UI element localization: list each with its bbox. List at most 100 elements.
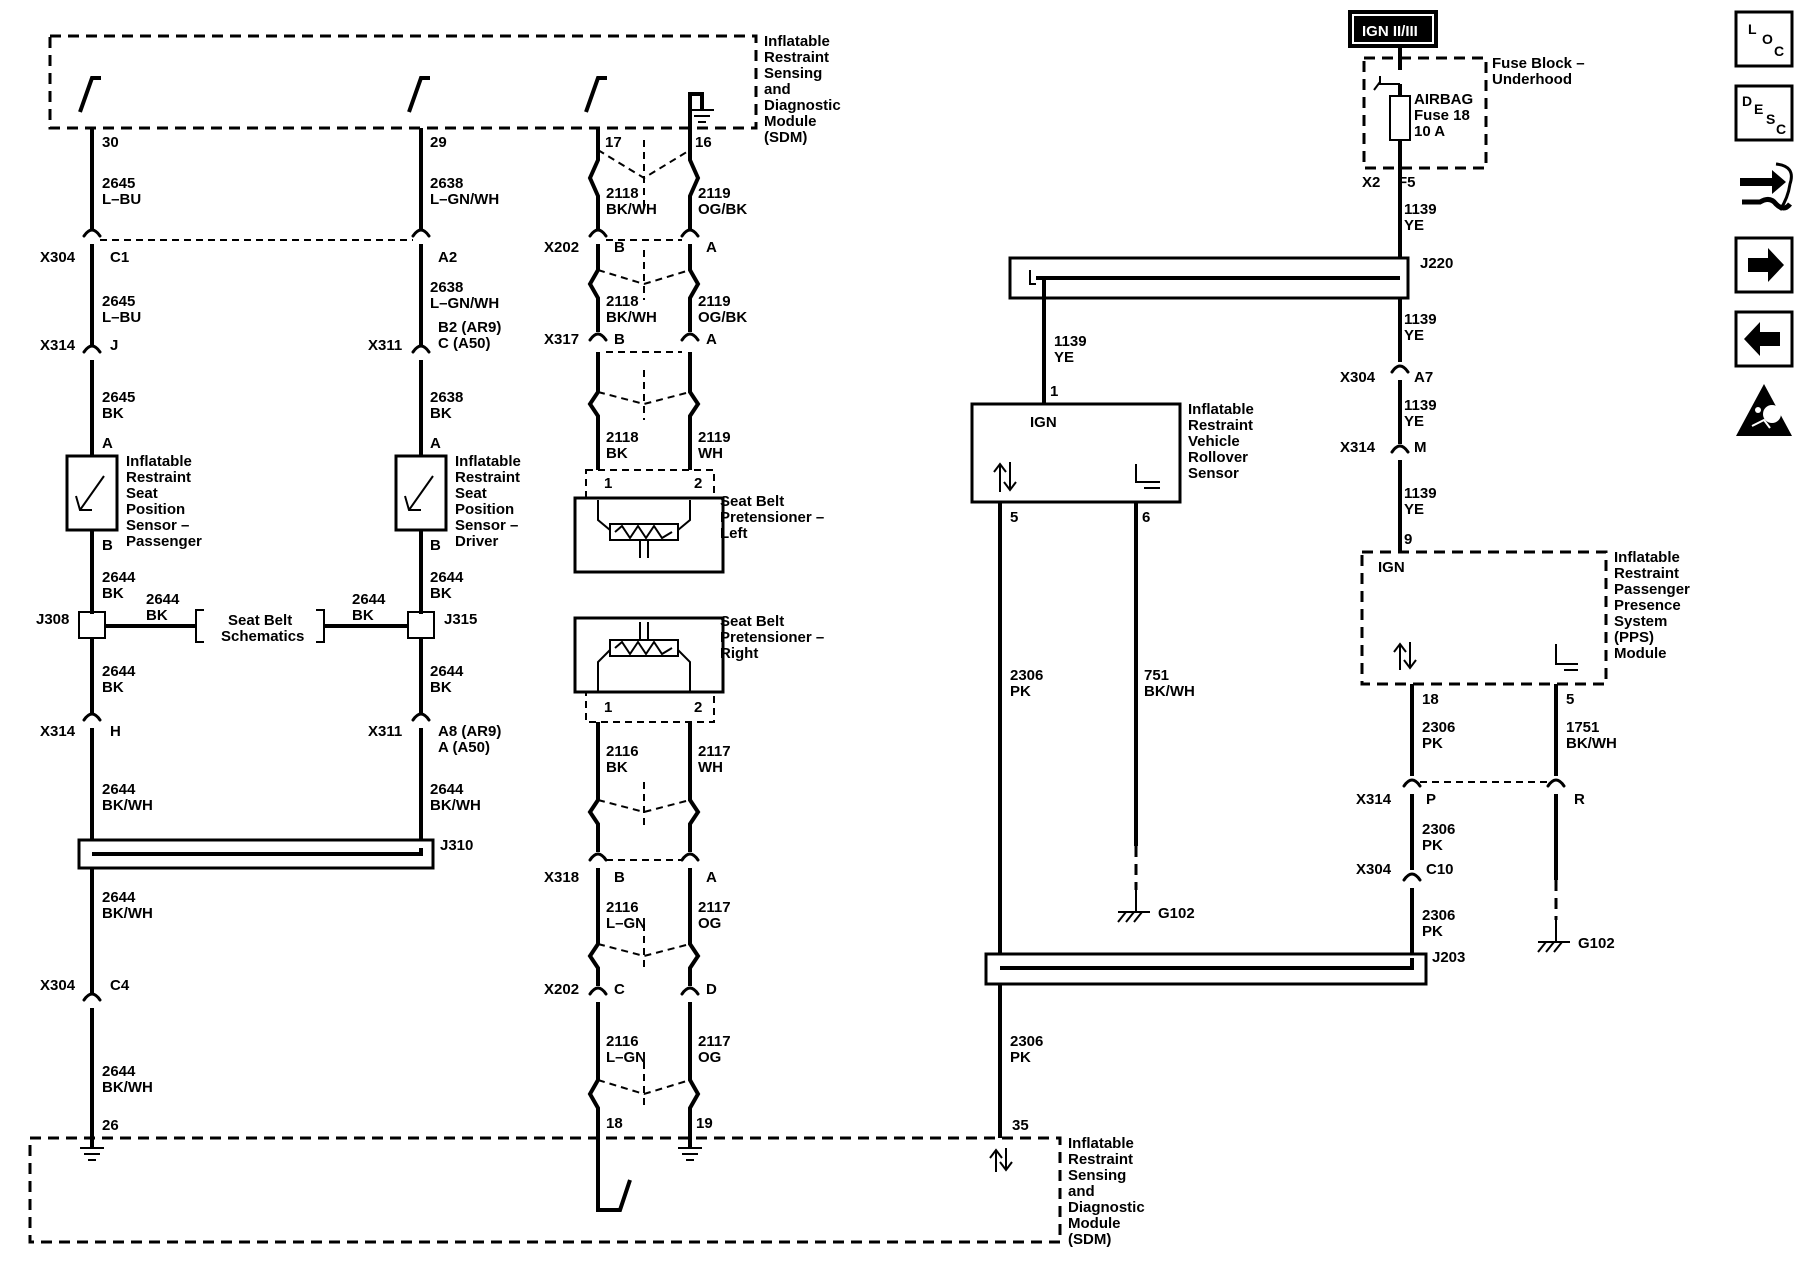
- seat-sensor-drv-title-4: Sensor –: [455, 517, 518, 534]
- seat-sensor-drv-b: B: [430, 537, 441, 554]
- w1139-d-col: YE: [1404, 413, 1424, 430]
- w2644-pa-col: BK: [102, 585, 124, 602]
- c1: C1: [110, 249, 129, 266]
- pps-title-3: Presence: [1614, 597, 1681, 614]
- pret-left-title-0: Seat Belt: [720, 493, 784, 510]
- x317-b: B: [614, 331, 625, 348]
- driver-circuit: [394, 128, 448, 848]
- w1139-d-num: 1139: [1404, 397, 1437, 414]
- fuse-name-2: 10 A: [1414, 123, 1445, 140]
- w2306-d-num: 2306: [1422, 821, 1455, 838]
- w2306-e-col: PK: [1422, 923, 1443, 940]
- seat-sensor-drv-title-2: Seat: [455, 485, 487, 502]
- h: H: [110, 723, 121, 740]
- pps-title-0: Inflatable: [1614, 549, 1680, 566]
- w2644-da-col: BK: [430, 585, 452, 602]
- sdm-top-title-5: Module: [764, 113, 817, 130]
- c4: C4: [110, 977, 130, 994]
- x202-a: X202: [544, 239, 579, 256]
- j203: J203: [1432, 949, 1465, 966]
- seat-sensor-pass-title-4: Sensor –: [126, 517, 189, 534]
- w2118-c-col: BK: [606, 445, 628, 462]
- w2117-a-col: WH: [698, 759, 723, 776]
- sdm-bottom-module: Inflatable Restraint Sensing and Diagnos…: [28, 1135, 1145, 1248]
- seat-sensor-pass-title-0: Inflatable: [126, 453, 192, 470]
- w1751-num: 1751: [1566, 719, 1599, 736]
- a-a50: A (A50): [438, 739, 490, 756]
- w2645-c-col: BK: [102, 405, 124, 422]
- x311-b: X311: [368, 723, 402, 740]
- pret-left-title-1: Pretensioner –: [720, 509, 824, 526]
- w2638-b-col: L–GN/WH: [430, 295, 499, 312]
- seat-sensor-drv-title-0: Inflatable: [455, 453, 521, 470]
- w1139-b-col: YE: [1054, 349, 1074, 366]
- loc-letter-o: O: [1762, 31, 1773, 47]
- w2118-a-num: 2118: [606, 185, 639, 202]
- w2117-b-col: OG: [698, 915, 721, 932]
- next-arrow-icon[interactable]: [1734, 236, 1794, 294]
- x314-m: X314: [1340, 439, 1376, 456]
- w2644-f-num: 2644: [102, 1063, 136, 1080]
- w2644-pa-num: 2644: [102, 569, 136, 586]
- pps-title-6: Module: [1614, 645, 1667, 662]
- j315: J315: [444, 611, 477, 628]
- pin-18: 18: [606, 1115, 623, 1132]
- c-a50: C (A50): [438, 335, 491, 352]
- seat-sensor-pass-title-3: Position: [126, 501, 185, 518]
- w2118-a-col: BK/WH: [606, 201, 657, 218]
- seat-belt-schematics-1[interactable]: Schematics: [221, 628, 304, 645]
- w2638-c-col: BK: [430, 405, 452, 422]
- pretensioner-circuit: [573, 128, 725, 1212]
- w2116-a-col: BK: [606, 759, 628, 776]
- pin-35: 35: [1012, 1117, 1029, 1134]
- w2644-pb-col: BK: [102, 679, 124, 696]
- x202-b-d: D: [706, 981, 717, 998]
- j308: J308: [36, 611, 69, 628]
- j220: J220: [1420, 255, 1453, 272]
- x318-b: B: [614, 869, 625, 886]
- w1139-b-num: 1139: [1054, 333, 1087, 350]
- w2638-a-col: L–GN/WH: [430, 191, 499, 208]
- pin-29: 29: [430, 134, 447, 151]
- w2644-pc-col: BK/WH: [102, 797, 153, 814]
- x317: X317: [544, 331, 579, 348]
- w2306-b-num: 2306: [1010, 1033, 1043, 1050]
- w1139-e-num: 1139: [1404, 485, 1437, 502]
- desc-letter-c: C: [1776, 121, 1786, 137]
- sdm-top-title-2: Sensing: [764, 65, 822, 82]
- w2118-c-num: 2118: [606, 429, 639, 446]
- sdm-bottom-title-0: Inflatable: [1068, 1135, 1134, 1152]
- airbag-warning-icon[interactable]: [1736, 384, 1792, 436]
- w1751-col: BK/WH: [1566, 735, 1617, 752]
- pret-left-2: 2: [694, 475, 702, 492]
- sdm-top-module: Inflatable Restraint Sensing and Diagnos…: [48, 33, 841, 146]
- connector-wrench-icon[interactable]: [1740, 162, 1793, 211]
- rollover-sensor: IGN Inflatable Restraint Vehicle Rollove…: [970, 401, 1254, 504]
- rollover-ign: IGN: [1030, 414, 1057, 431]
- pps-ign: IGN: [1378, 559, 1405, 576]
- x304-c1: X304: [40, 249, 76, 266]
- w2645-c-num: 2645: [102, 389, 135, 406]
- w2645-b-col: L–BU: [102, 309, 141, 326]
- fuse-name-0: AIRBAG: [1414, 91, 1473, 108]
- fuse-name-1: Fuse 18: [1414, 107, 1470, 124]
- w2118-b-num: 2118: [606, 293, 639, 310]
- loc-icon[interactable]: L O C: [1734, 10, 1794, 68]
- w2306-d-col: PK: [1422, 837, 1443, 854]
- w1139-a-num: 1139: [1404, 201, 1437, 218]
- x314-j: X314: [40, 337, 76, 354]
- w2645-a-num: 2645: [102, 175, 135, 192]
- w2117-c-num: 2117: [698, 1033, 731, 1050]
- sdm-top-title-3: and: [764, 81, 791, 98]
- pret-left-1: 1: [604, 475, 612, 492]
- w2116-b-num: 2116: [606, 899, 639, 916]
- w2306-a-num: 2306: [1010, 667, 1043, 684]
- sdm-top-title-4: Diagnostic: [764, 97, 841, 114]
- back-arrow-icon[interactable]: [1734, 310, 1794, 368]
- w2116-a-num: 2116: [606, 743, 639, 760]
- w2118-b-col: BK/WH: [606, 309, 657, 326]
- desc-icon[interactable]: D E S C: [1734, 84, 1794, 142]
- w2644-dc-col: BK/WH: [430, 797, 481, 814]
- seat-belt-schematics-0[interactable]: Seat Belt: [228, 612, 292, 629]
- pin-30: 30: [102, 134, 119, 151]
